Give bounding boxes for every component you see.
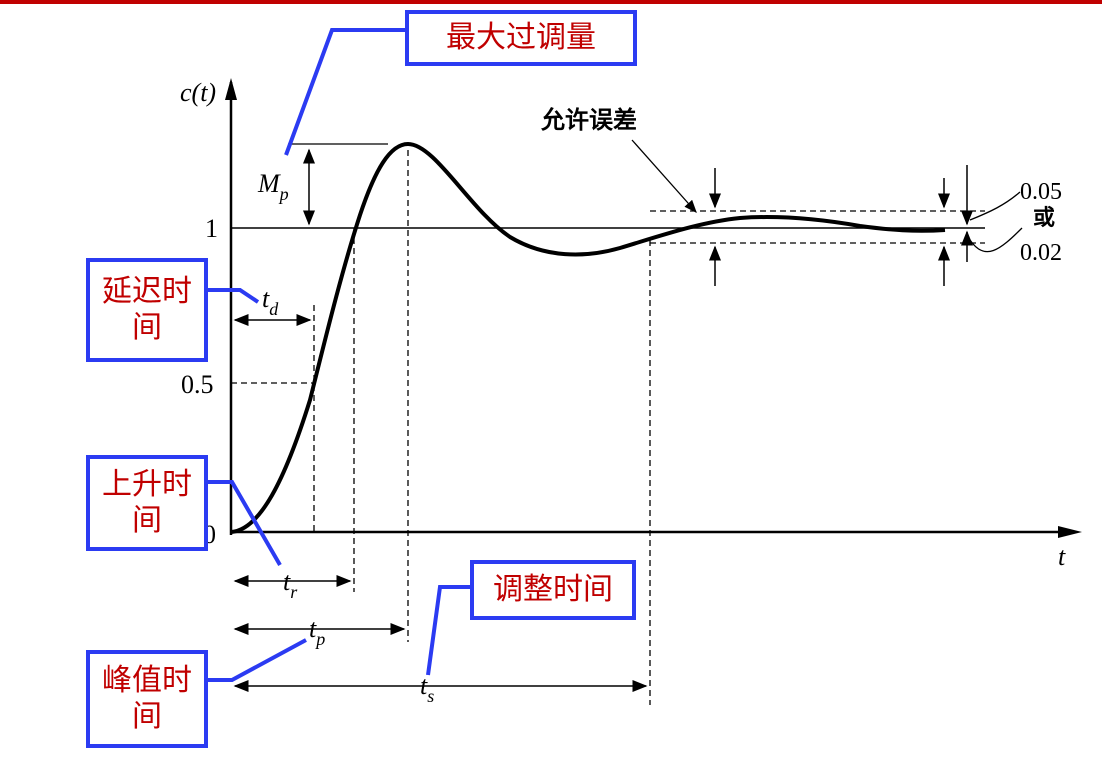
settling-time-callout: 调整时间 <box>470 560 636 620</box>
td-label: td <box>262 284 279 319</box>
rise-time-callout: 上升时 间 <box>86 455 208 551</box>
overshoot-callout-text: 最大过调量 <box>446 20 596 55</box>
tolerance-value-002: 0.02 <box>1020 240 1062 266</box>
x-axis-arrow <box>1058 526 1082 538</box>
top-accent-bar <box>0 0 1102 4</box>
tolerance-or: 或 <box>1033 205 1055 231</box>
response-curve <box>230 141 946 534</box>
y-tick-1: 1 <box>205 214 218 243</box>
rise-time-callout-line1: 上升时 <box>102 467 192 502</box>
tolerance-label: 允许误差 <box>540 106 637 134</box>
peak-time-callout-line2: 间 <box>132 699 162 734</box>
delay-time-callout-line2: 间 <box>132 310 162 345</box>
x-axis-label: t <box>1058 542 1066 571</box>
peak-time-callout-line1: 峰值时 <box>102 663 192 698</box>
delay-leader <box>208 288 260 304</box>
tp-label: tp <box>309 614 325 649</box>
y-tick-0-5: 0.5 <box>181 370 214 399</box>
delay-time-callout-line1: 延迟时 <box>102 274 192 309</box>
ts-label: ts <box>420 671 434 706</box>
settling-leader <box>426 585 470 676</box>
rise-time-callout-line2: 间 <box>132 503 162 538</box>
overshoot-leader <box>284 28 405 156</box>
rise-leader <box>208 480 282 567</box>
overshoot-callout: 最大过调量 <box>405 10 637 66</box>
tolerance-leader-upper <box>969 191 1021 221</box>
tolerance-value-005: 0.05 <box>1020 179 1062 205</box>
settling-time-callout-text: 调整时间 <box>493 572 613 607</box>
y-axis-arrow <box>225 78 237 100</box>
peak-leader <box>208 638 307 682</box>
peak-time-callout: 峰值时 间 <box>86 650 208 748</box>
delay-time-callout: 延迟时 间 <box>86 258 208 362</box>
tr-label: tr <box>283 567 298 602</box>
y-axis-label: c(t) <box>180 78 216 107</box>
mp-label: Mp <box>257 169 289 204</box>
tolerance-pointer-arrow <box>631 139 697 213</box>
tolerance-leader-lower <box>969 227 1023 253</box>
